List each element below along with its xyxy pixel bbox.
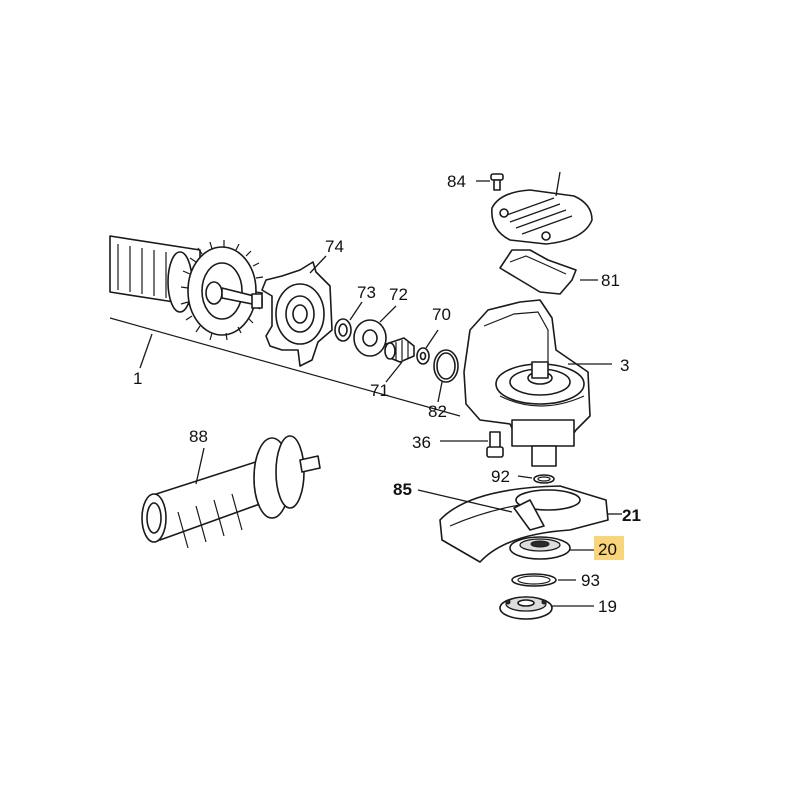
label-part-19: 19 bbox=[598, 597, 617, 616]
highlight-part-20 bbox=[594, 536, 624, 560]
part-74-fan-plate bbox=[261, 255, 333, 367]
part-82-o-ring bbox=[433, 349, 459, 403]
label-part-36: 36 bbox=[412, 433, 431, 452]
label-part-82: 82 bbox=[428, 402, 447, 421]
part-3-gear-housing bbox=[463, 299, 612, 467]
gear-cover bbox=[491, 171, 593, 245]
part-92-ring bbox=[517, 474, 555, 484]
part-20-flange bbox=[509, 536, 596, 560]
part-72-bearing bbox=[353, 305, 397, 357]
part-84-screw bbox=[476, 173, 504, 191]
label-part-84: 84 bbox=[447, 172, 466, 191]
label-part-73: 73 bbox=[357, 283, 376, 302]
label-part-92: 92 bbox=[491, 467, 510, 486]
label-part-21: 21 bbox=[622, 506, 641, 525]
label-part-93: 93 bbox=[581, 571, 600, 590]
label-part-1: 1 bbox=[133, 369, 143, 388]
label-part-85: 85 bbox=[393, 480, 412, 499]
label-part-72: 72 bbox=[389, 285, 408, 304]
part-36-bolt bbox=[440, 431, 504, 458]
label-part-20: 20 bbox=[598, 540, 617, 559]
label-part-3: 3 bbox=[620, 356, 630, 375]
part-71-pinion bbox=[384, 337, 415, 383]
label-part-88: 88 bbox=[189, 427, 208, 446]
part-93-washer bbox=[511, 573, 576, 587]
part-1-armature bbox=[109, 235, 461, 417]
label-part-71: 71 bbox=[370, 381, 389, 400]
part-85-clamp bbox=[417, 489, 513, 513]
part-81-bracket bbox=[499, 249, 598, 295]
label-part-74: 74 bbox=[325, 237, 344, 256]
part-88-side-handle bbox=[141, 435, 321, 549]
label-part-81: 81 bbox=[601, 271, 620, 290]
part-70-small-part bbox=[416, 329, 439, 365]
part-19-nut bbox=[499, 596, 594, 620]
part-73-washer bbox=[334, 301, 363, 342]
label-part-70: 70 bbox=[432, 305, 451, 324]
